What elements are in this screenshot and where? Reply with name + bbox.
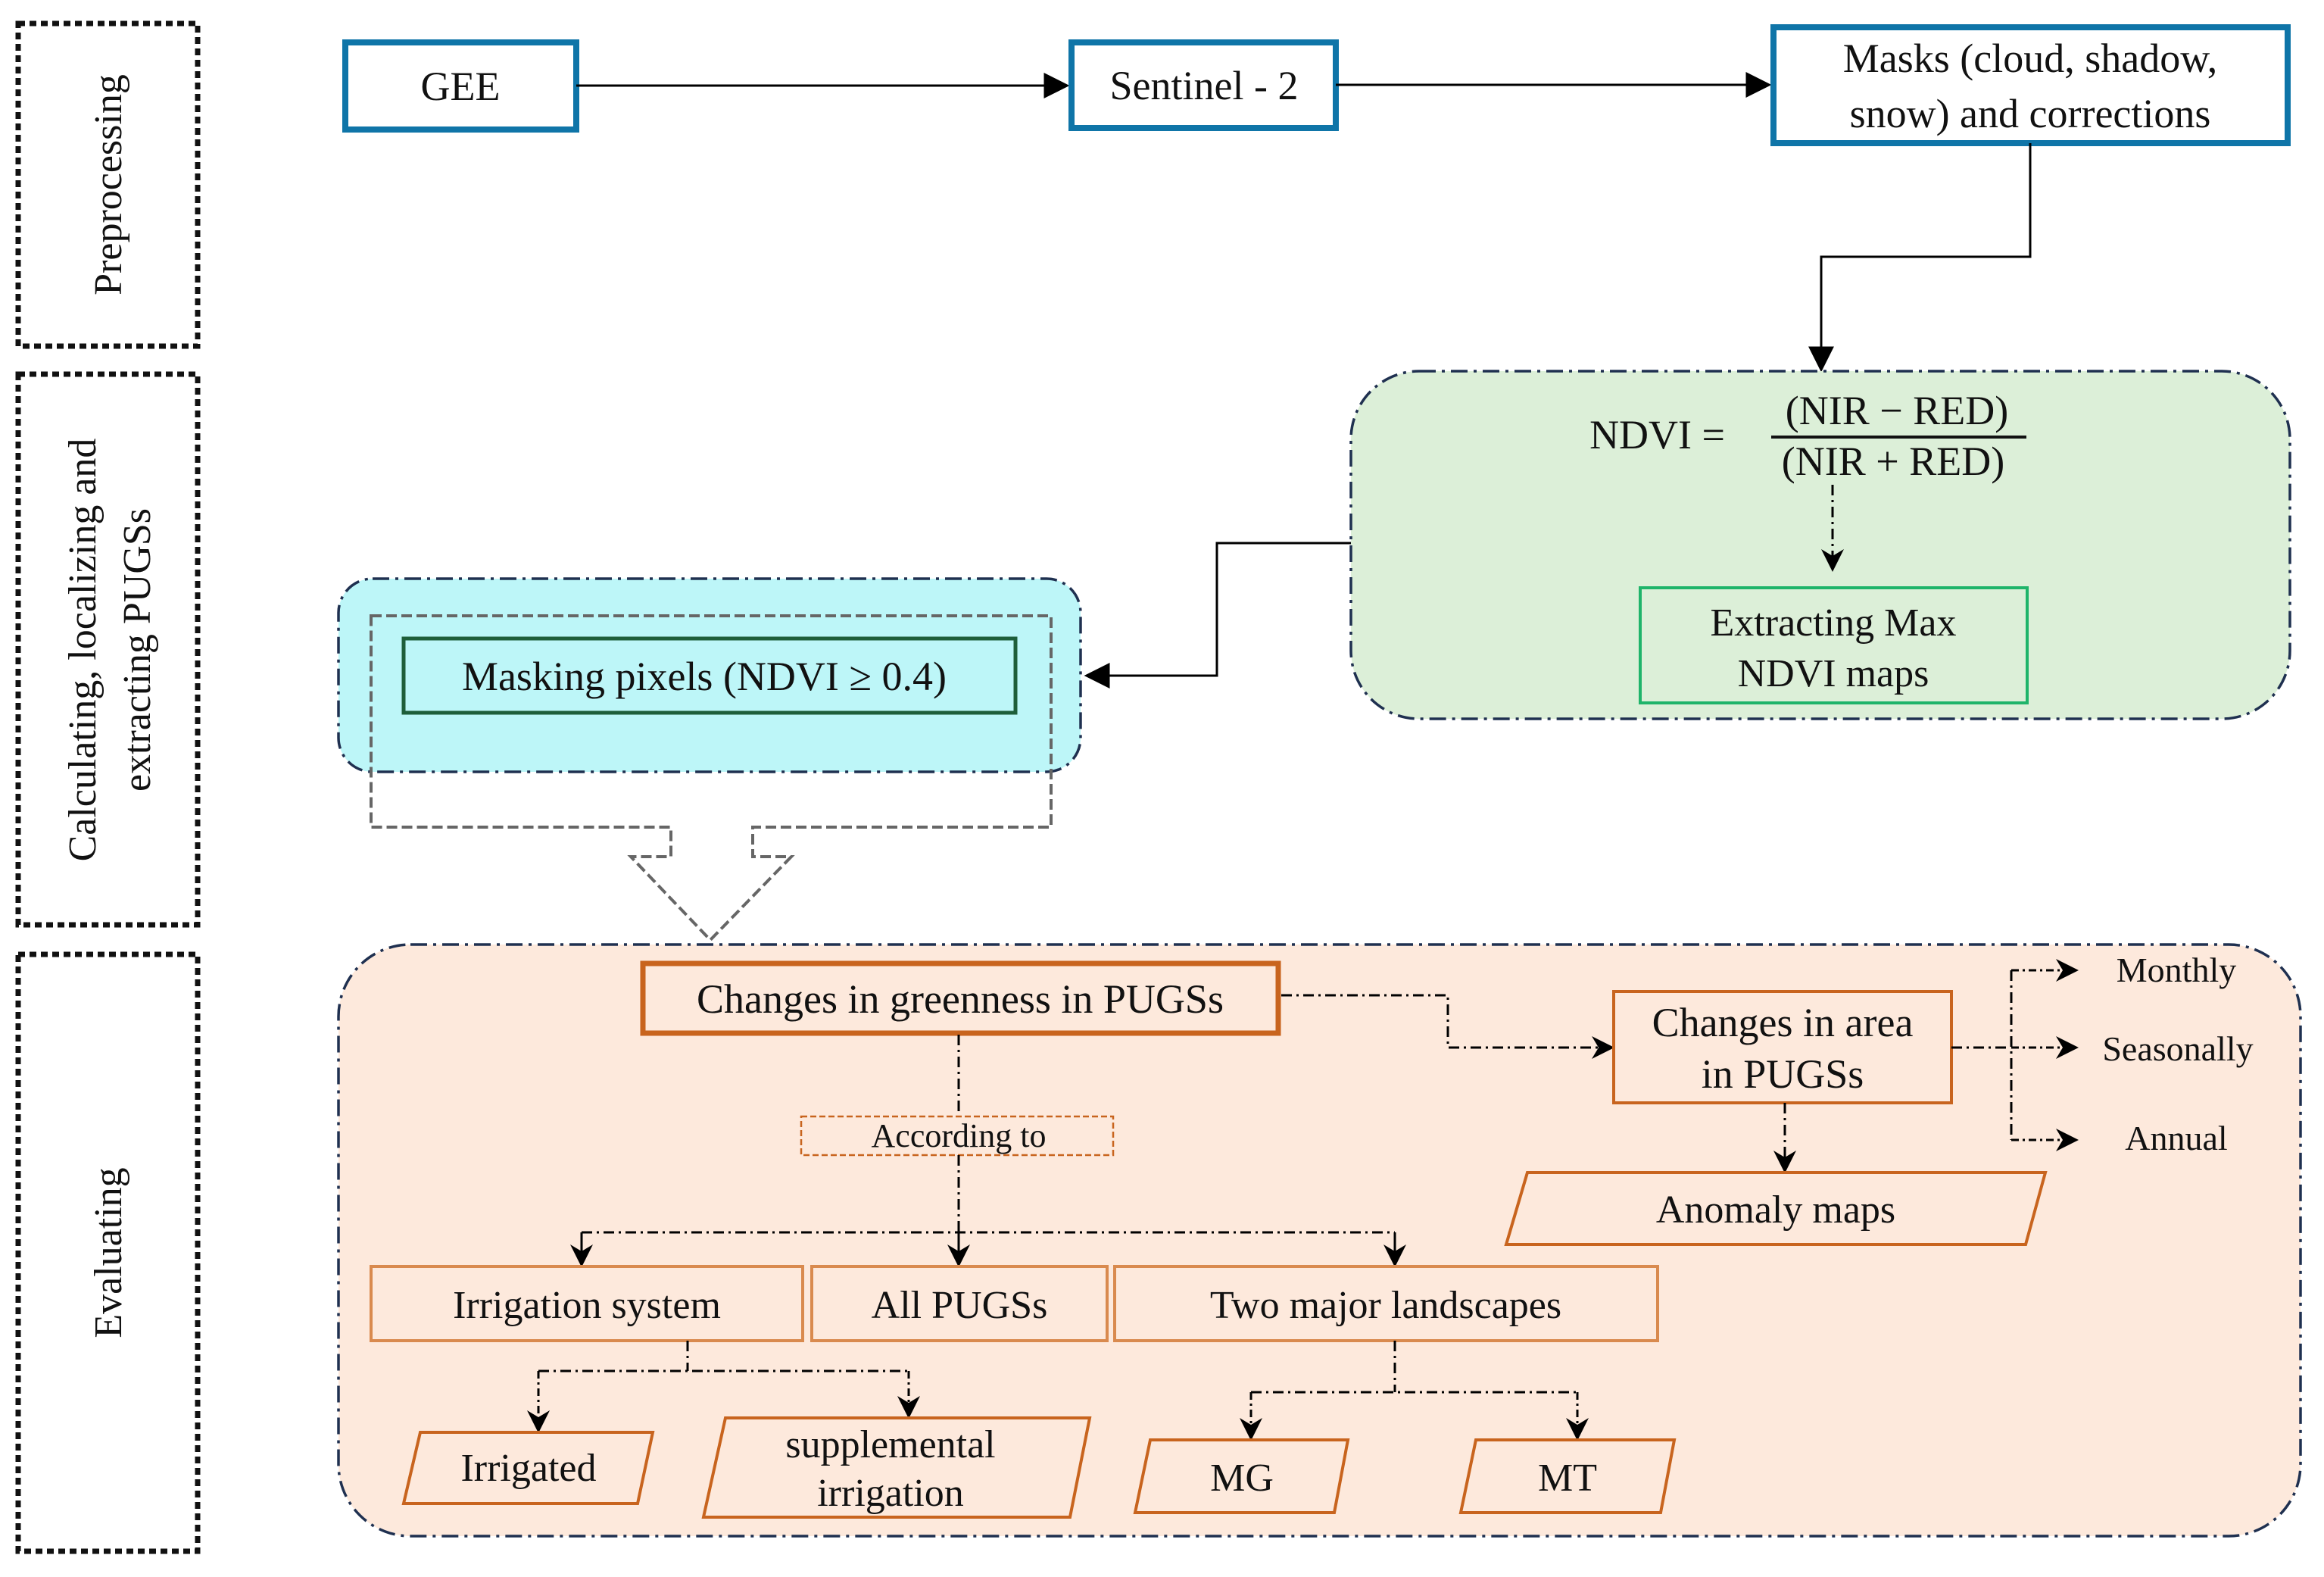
greenness-label: Changes in greenness in PUGSs xyxy=(697,976,1224,1022)
extract-label-line1: Extracting Max xyxy=(1711,601,1957,645)
period-monthly: Monthly xyxy=(2117,951,2236,989)
greenness-to-area-arrow xyxy=(1281,994,1614,1059)
masking-down-block-arrow xyxy=(370,614,1053,942)
supplemental-label-line1: supplemental xyxy=(785,1423,995,1466)
masks-label-line1: Masks (cloud, shadow, xyxy=(1843,36,2217,81)
stage-preprocessing-label: Preprocessing xyxy=(87,74,130,295)
anomaly-maps-node[interactable]: Anomaly maps xyxy=(1504,1171,2048,1246)
area-label-line1: Changes in area xyxy=(1652,1000,1914,1045)
greenness-node[interactable]: Changes in greenness in PUGSs xyxy=(640,960,1281,1036)
sentinel-node[interactable]: Sentinel - 2 xyxy=(1068,39,1339,131)
ndvi-to-masking-arrow xyxy=(1084,542,1351,689)
masks-label-line2: snow) and corrections xyxy=(1850,91,2211,136)
stage-preprocessing: Preprocessing xyxy=(15,20,201,349)
according-to-node: According to xyxy=(800,1115,1115,1157)
anomaly-maps-label: Anomaly maps xyxy=(1656,1188,1895,1232)
stage-evaluating-label: Evaluating xyxy=(87,1167,130,1338)
mt-label: MT xyxy=(1538,1457,1597,1500)
stage-calculating: Calculating, localizing and extracting P… xyxy=(15,371,201,928)
period-annual: Annual xyxy=(2125,1119,2227,1157)
supplemental-label-line2: irrigation xyxy=(817,1472,964,1515)
masks-to-ndvi-arrow xyxy=(1808,143,2032,373)
gee-label: GEE xyxy=(421,64,501,109)
irrigation-system-node[interactable]: Irrigation system xyxy=(370,1265,804,1342)
masking-group: Masking pixels (NDVI ≥ 0.4) xyxy=(337,577,1082,942)
sentinel-label: Sentinel - 2 xyxy=(1110,63,1299,108)
mt-node[interactable]: MT xyxy=(1458,1438,1677,1514)
stage-calculating-label-line2: extracting PUGSs xyxy=(116,508,159,792)
supplemental-irrigation-node[interactable]: supplemental irrigation xyxy=(701,1416,1092,1519)
all-pugss-node[interactable]: All PUGSs xyxy=(810,1265,1109,1342)
masking-pixels-node[interactable]: Masking pixels (NDVI ≥ 0.4) xyxy=(401,636,1018,715)
extract-label-line2: NDVI maps xyxy=(1738,652,1929,695)
two-landscapes-label: Two major landscapes xyxy=(1210,1284,1561,1327)
irrigation-system-label: Irrigation system xyxy=(453,1284,721,1327)
two-landscapes-node[interactable]: Two major landscapes xyxy=(1113,1265,1659,1342)
mg-label: MG xyxy=(1210,1457,1274,1500)
irrigated-label: Irrigated xyxy=(460,1447,596,1490)
area-node[interactable]: Changes in area in PUGSs xyxy=(1612,990,1953,1104)
evaluating-group: Changes in greenness in PUGSs Changes in… xyxy=(337,943,2302,1538)
gee-node[interactable]: GEE xyxy=(342,39,579,133)
masking-pixels-label: Masking pixels (NDVI ≥ 0.4) xyxy=(462,654,947,699)
area-label-line2: in PUGSs xyxy=(1702,1051,1864,1097)
ndvi-formula-lhs: NDVI = xyxy=(1589,412,1725,457)
ndvi-formula-numerator: (NIR − RED) xyxy=(1786,388,2008,433)
ndvi-group: NDVI = (NIR − RED) (NIR + RED) Extractin… xyxy=(1349,370,2291,720)
period-seasonally: Seasonally xyxy=(2102,1029,2253,1068)
masks-node[interactable]: Masks (cloud, shadow, snow) and correcti… xyxy=(1770,24,2291,146)
according-to-label: According to xyxy=(872,1117,1047,1154)
irrigated-node[interactable]: Irrigated xyxy=(401,1431,655,1505)
stage-evaluating: Evaluating xyxy=(15,951,201,1554)
stage-calculating-label-line1: Calculating, localizing and xyxy=(61,439,105,862)
extract-max-ndvi-node[interactable]: Extracting Max NDVI maps xyxy=(1639,586,2029,704)
ndvi-formula-denominator: (NIR + RED) xyxy=(1782,439,2004,484)
all-pugss-label: All PUGSs xyxy=(872,1284,1048,1327)
mg-node[interactable]: MG xyxy=(1133,1438,1350,1514)
